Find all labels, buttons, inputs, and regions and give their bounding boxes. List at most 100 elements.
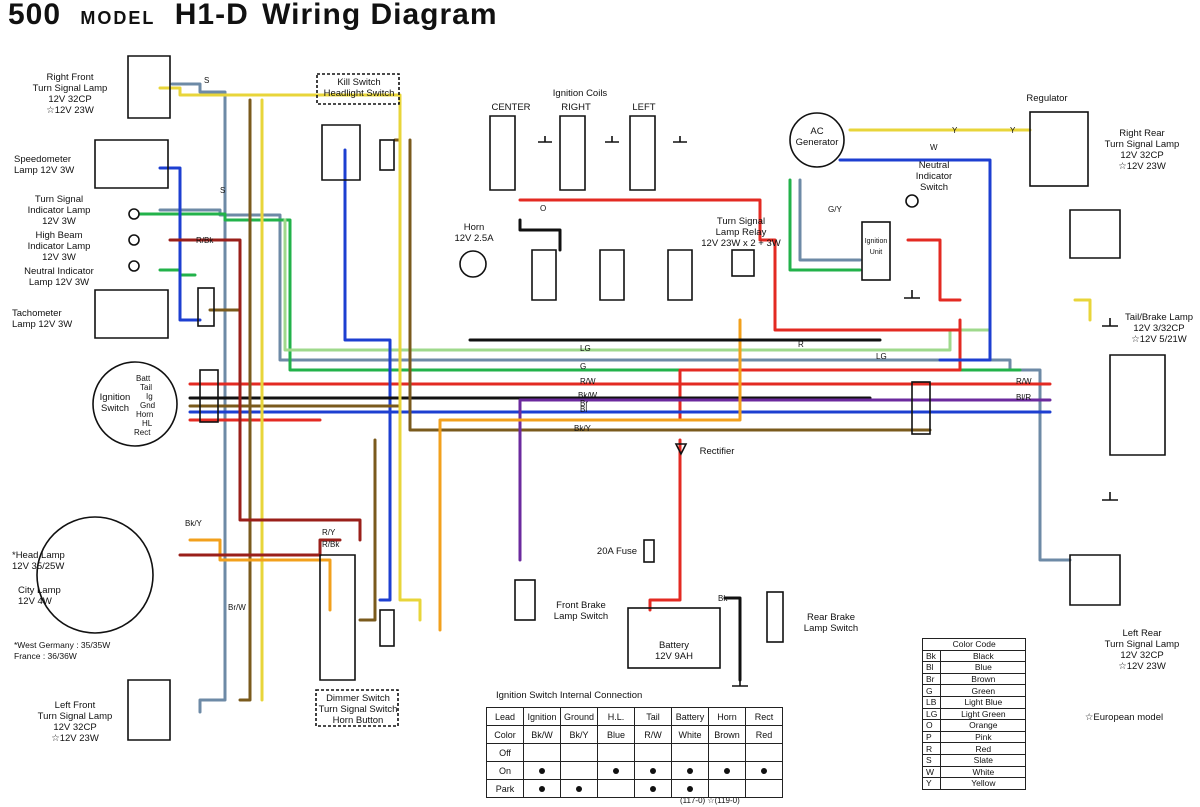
label-coil-right: RIGHT (561, 102, 591, 113)
table-header-cell: Rect (745, 707, 784, 726)
table-cell (708, 761, 747, 780)
tag-bkw: Bk/W (578, 391, 598, 400)
label-right-front-turn: Right Front Turn Signal Lamp 12V 32CP ☆1… (32, 72, 108, 116)
table-cell (745, 761, 784, 780)
term-hl: HL (142, 419, 153, 428)
color-name: Orange (940, 719, 1027, 732)
label-european-model: ☆European model (1084, 712, 1164, 723)
wire-black (723, 596, 742, 682)
spark-plug-right-icon (599, 249, 625, 301)
ep-conn-3 (379, 139, 395, 171)
term-gnd: Gnd (140, 401, 156, 410)
ground-icon (673, 136, 687, 143)
tag-blr: Bl/R (1016, 393, 1032, 402)
wire-blue (158, 166, 202, 322)
table-header-cell: Battery (671, 707, 710, 726)
tag-bky: Bk/Y (574, 424, 591, 433)
tag-y: Y (952, 126, 958, 135)
tachometer-icon (94, 289, 169, 339)
turn-indicator-lamp-icon (128, 208, 140, 220)
dimmer-switch-icon (319, 554, 356, 681)
label-high-beam: High Beam Indicator Lamp 12V 3W (27, 230, 91, 263)
wire-red (906, 238, 962, 302)
table-header-cell: Lead (486, 707, 524, 726)
tag-lg-right: LG (876, 352, 887, 361)
label-speedometer: Speedometer Lamp 12V 3W (14, 154, 75, 176)
table-cell (708, 743, 747, 762)
color-abbrev: LB (921, 695, 942, 709)
table-header-cell: H.L. (597, 707, 636, 726)
tag-brw: Br/W (228, 603, 246, 612)
table-cell (634, 761, 673, 780)
table-cell: On (486, 761, 524, 780)
rectifier-icon (674, 443, 688, 456)
table-cell (634, 779, 673, 798)
color-abbrev: O (921, 719, 942, 732)
color-abbrev: G (921, 684, 942, 697)
tag-s-top: S (204, 76, 210, 85)
color-abbrev: Y (921, 777, 942, 790)
table-cell: White (671, 725, 710, 744)
color-abbrev: S (921, 753, 942, 767)
front-brake-switch-icon (514, 579, 536, 621)
table-cell (523, 761, 561, 780)
neutral-lamp-icon (128, 260, 140, 272)
horn-icon (459, 250, 487, 278)
tag-rw-right: R/W (1016, 377, 1032, 386)
ignition-switch-table: Lead Ignition Ground H.L. Tail Battery H… (486, 707, 784, 798)
wire-slate (170, 82, 227, 714)
wire-green (138, 212, 1022, 372)
tag-rw: R/W (580, 377, 596, 386)
label-front-brake: Front Brake Lamp Switch (553, 600, 609, 622)
color-name: Yellow (940, 777, 1027, 790)
tag-gy: G/Y (828, 205, 842, 214)
tag-bky-left: Bk/Y (185, 519, 202, 528)
table-cell: Bk/Y (559, 725, 599, 744)
wire-orange (438, 318, 742, 632)
spark-plug-center-icon (531, 249, 557, 301)
label-city-lamp: City Lamp 12V 4W (18, 585, 61, 607)
label-head-lamp: *Head Lamp 12V 35/25W (12, 550, 65, 572)
color-name: Pink (940, 730, 1027, 744)
connection-dot (687, 785, 694, 792)
battery-icon (627, 607, 721, 669)
tag-bk: Bk (718, 594, 728, 603)
color-abbrev: Bk (921, 649, 942, 663)
ground-icon (1102, 318, 1118, 327)
table-cell (559, 761, 599, 780)
dimmer-switch-frame (315, 689, 399, 727)
color-name: Light Green (940, 707, 1027, 721)
table-row: Color Code (921, 638, 1027, 651)
neutral-switch-icon (905, 194, 919, 208)
title-rest: Wiring Diagram (262, 0, 498, 31)
title-model: MODEL (80, 8, 156, 28)
tag-ry: R/Y (322, 528, 336, 537)
connection-dot (539, 767, 545, 774)
ep-conn-5 (911, 381, 931, 435)
wire-brown (188, 138, 402, 408)
left-front-turn-lamp-icon (127, 679, 171, 741)
label-dimmer-switch: Dimmer Switch Turn Signal Switch Horn Bu… (318, 693, 398, 726)
term-ig: Ig (146, 392, 153, 401)
table-cell: Color (486, 725, 524, 744)
color-abbrev: LG (921, 707, 942, 721)
term-rect: Rect (134, 428, 151, 437)
wire-yellow (1073, 298, 1092, 322)
wire-purple (518, 398, 1052, 562)
label-ignition-switch: Ignition Switch (99, 392, 131, 414)
table-cell (671, 779, 710, 798)
color-name: Green (940, 684, 1027, 697)
color-abbrev: Bl (921, 661, 942, 674)
head-lamp-icon (36, 516, 154, 634)
wire-brown (358, 438, 377, 622)
wire-lightgreen (283, 218, 992, 352)
table-header-cell: Ignition (523, 707, 561, 726)
table-header-cell: Ground (559, 707, 599, 726)
kill-switch-frame (316, 73, 400, 105)
